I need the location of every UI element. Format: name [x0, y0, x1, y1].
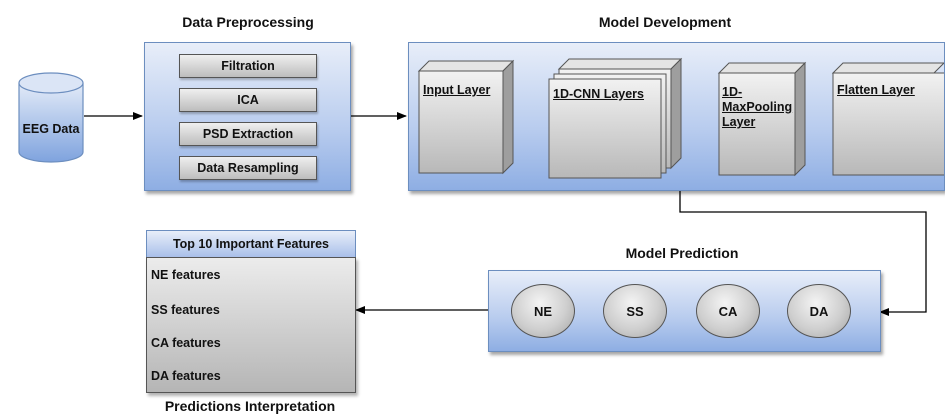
maxpooling-layer-label: 1D- MaxPooling Layer [722, 85, 793, 129]
input-layer-label: Input Layer [423, 83, 491, 97]
arrow-model-to-prediction [679, 190, 927, 316]
step-psd-extraction: PSD Extraction [179, 122, 317, 146]
interpretation-header: Top 10 Important Features [146, 230, 356, 258]
step-filtration: Filtration [179, 54, 317, 78]
class-ne-node: NE [511, 284, 575, 338]
database-cylinder-icon [18, 72, 84, 163]
feature-da: DA features [151, 369, 221, 383]
cnn-layers-cube-stack [548, 57, 683, 179]
input-layer-cube [417, 59, 515, 175]
model-prediction-title: Model Prediction [625, 245, 739, 261]
feature-ne: NE features [151, 268, 221, 282]
class-ss-node: SS [603, 284, 667, 338]
step-data-resampling: Data Resampling [179, 156, 317, 180]
layer-cubes [417, 57, 944, 179]
cnn-layers-label: 1D-CNN Layers [553, 87, 645, 101]
step-ica: ICA [179, 88, 317, 112]
feature-ss: SS features [151, 303, 220, 317]
model-prediction-panel: NE SS CA DA [488, 270, 881, 352]
preprocessing-panel: Filtration ICA PSD Extraction Data Resam… [144, 42, 351, 191]
class-da-node: DA [787, 284, 851, 338]
feature-ca: CA features [151, 336, 221, 350]
eeg-data-label: EEG Data [22, 122, 80, 136]
preprocessing-title: Data Preprocessing [182, 14, 314, 30]
flatten-layer-cube [831, 62, 944, 176]
model-development-panel: Input Layer 1D-CNN Layers 1D- MaxPooling… [408, 42, 945, 191]
flatten-layer-label: Flatten Layer [837, 83, 915, 97]
maxpooling-layer-cube [717, 61, 807, 177]
interpretation-caption: Predictions Interpretation [164, 398, 336, 414]
class-ca-node: CA [696, 284, 760, 338]
interpretation-feature-list: NE features SS features CA features DA f… [146, 257, 356, 393]
model-development-title: Model Development [598, 14, 732, 30]
eeg-data-node: EEG Data [18, 72, 84, 164]
